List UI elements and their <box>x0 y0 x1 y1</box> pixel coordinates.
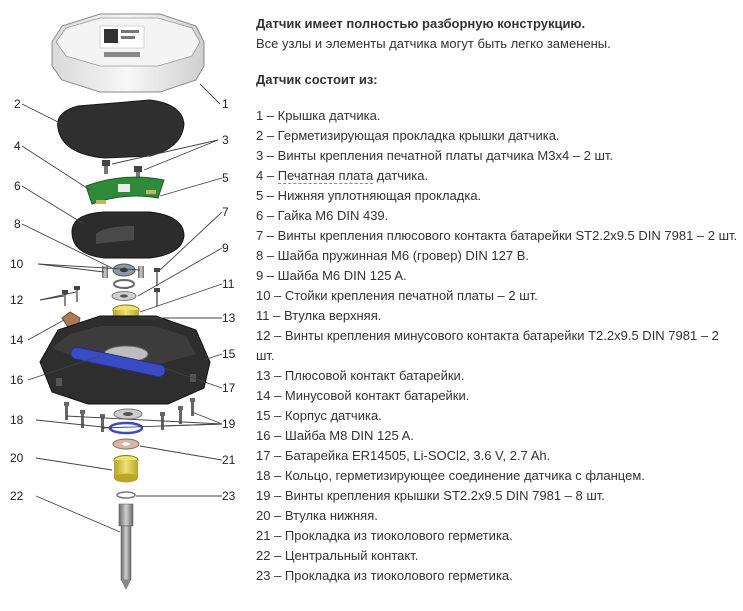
callout-19: 19 <box>222 417 236 431</box>
cover-screws <box>64 398 195 432</box>
callout-22: 22 <box>10 489 24 503</box>
callout-17: 17 <box>222 381 236 395</box>
parts-list-item: 17 – Батарейка ER14505, Li-SOCl2, 3.6 V,… <box>256 448 551 463</box>
parts-list-item: 3 – Винты крепления печатной платы датчи… <box>256 148 614 163</box>
battery-contact-screws <box>62 268 160 306</box>
parts-list-item: 15 – Корпус датчика. <box>256 408 382 423</box>
callout-20: 20 <box>10 451 24 465</box>
callout-12: 12 <box>10 293 24 307</box>
parts-list-item: 19 – Винты крепления крышки ST2.2x9.5 DI… <box>256 488 605 503</box>
pcb-suffix: датчика. <box>373 168 429 183</box>
parts-list-item: 22 – Центральный контакт. <box>256 548 419 563</box>
intro-subtext: Все узлы и элементы датчика могут быть л… <box>256 36 611 51</box>
callout-23: 23 <box>222 489 236 503</box>
callout-labels: 1 2 3 4 5 6 7 8 9 10 11 12 13 14 15 16 1… <box>10 97 236 503</box>
callout-21: 21 <box>222 453 236 467</box>
parts-list-item: 16 – Шайба М8 DIN 125 A. <box>256 428 414 443</box>
parts-list-item: 18 – Кольцо, герметизирующее соединение … <box>256 468 645 483</box>
callout-2: 2 <box>14 97 21 111</box>
parts-list-item: 20 – Втулка нижняя. <box>256 508 378 523</box>
parts-list-item: 2 – Герметизирующая прокладка крышки дат… <box>256 128 560 143</box>
description-panel: Датчик имеет полностью разборную констру… <box>256 14 740 586</box>
printed-circuit-board <box>85 176 165 205</box>
parts-list-item: 11 – Втулка верхняя. <box>256 308 382 323</box>
callout-6: 6 <box>14 179 21 193</box>
callout-1: 1 <box>222 97 229 111</box>
sensor-body <box>39 315 211 405</box>
callout-14: 14 <box>10 333 24 347</box>
parts-list-item: 21 – Прокладка из тиоколового герметика. <box>256 528 513 543</box>
callout-8: 8 <box>14 217 21 231</box>
nut-and-washers <box>102 263 144 301</box>
callout-18: 18 <box>10 413 24 427</box>
lower-bushing <box>113 455 139 483</box>
parts-list-item: 23 – Прокладка из тиоколового герметика. <box>256 568 513 583</box>
parts-list-item: 8 – Шайба пружинная М6 (гровер) DIN 127 … <box>256 248 529 263</box>
callout-15: 15 <box>222 347 236 361</box>
callout-11: 11 <box>222 277 235 291</box>
callout-9: 9 <box>222 241 229 255</box>
parts-list-item-pcb: 4 – Печатная плата датчика. <box>256 166 740 186</box>
callout-16: 16 <box>10 373 24 387</box>
parts-list-item: 5 – Нижняя уплотняющая прокладка. <box>256 188 482 203</box>
sensor-cap <box>51 13 205 93</box>
parts-list-item: 9 – Шайба М6 DIN 125 A. <box>256 268 407 283</box>
sealant-gasket <box>112 438 140 450</box>
top-gasket <box>57 99 185 159</box>
pcb-prefix: 4 – <box>256 168 278 183</box>
parts-list-item: 12 – Винты крепления минусового контакта… <box>256 328 719 363</box>
parts-list-item: 6 – Гайка М6 DIN 439. <box>256 208 389 223</box>
callout-3: 3 <box>222 133 229 147</box>
pcb-link[interactable]: Печатная плата <box>277 168 374 184</box>
small-gasket <box>116 491 136 499</box>
pcb-screws <box>102 160 142 180</box>
parts-list-item: 7 – Винты крепления плюсового контакта б… <box>256 228 738 243</box>
central-contact <box>118 503 134 590</box>
callout-13: 13 <box>222 311 236 325</box>
parts-list-item: 1 – Крышка датчика. <box>256 108 381 123</box>
leader-lines <box>21 83 223 533</box>
parts-list-item: 10 – Стойки крепления печатной платы – 2… <box>256 288 538 303</box>
callout-4: 4 <box>14 139 21 153</box>
callout-5: 5 <box>222 171 229 185</box>
parts-list: 1 – Крышка датчика. 2 – Герметизирующая … <box>256 106 740 586</box>
parts-list-item: 13 – Плюсовой контакт батарейки. <box>256 368 465 383</box>
intro-heading: Датчик имеет полностью разборную констру… <box>256 16 586 31</box>
parts-heading: Датчик состоит из: <box>256 72 378 87</box>
exploded-view-diagram: 1 2 3 4 5 6 7 8 9 10 11 12 13 14 15 16 1… <box>10 13 236 590</box>
callout-7: 7 <box>222 205 229 219</box>
washer-m8 <box>113 408 143 420</box>
parts-list-item: 14 – Минусовой контакт батарейки. <box>256 388 470 403</box>
bottom-seal <box>71 211 185 259</box>
callout-10: 10 <box>10 257 24 271</box>
